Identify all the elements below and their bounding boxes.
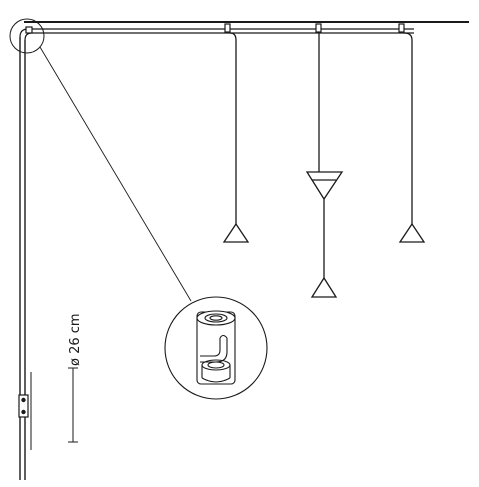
horizontal-rail	[19, 28, 414, 41]
ceiling-brackets	[25, 23, 405, 34]
screw-bottom-icon	[21, 409, 26, 415]
dimension-indicator	[68, 367, 78, 443]
pendant-1	[222, 32, 250, 243]
wall-mount-bracket	[18, 372, 32, 450]
pendant-3-cone-icon	[398, 222, 426, 243]
dimension-label: ø 26 cm	[68, 313, 83, 366]
pendant-1-cone-icon	[222, 222, 250, 243]
bracket-2	[315, 23, 322, 33]
screw-top-icon	[21, 397, 26, 403]
bracket-1	[224, 23, 231, 33]
bracket-corner	[25, 26, 33, 34]
pendant-2-upper-cone-icon	[305, 171, 344, 201]
pendant-2	[305, 33, 344, 298]
bracket-3	[398, 23, 405, 33]
pendant-2-lower-cone-icon	[310, 276, 338, 298]
magnified-connector-detail	[164, 296, 268, 400]
pendant-3	[398, 32, 426, 243]
detail-leader-lines	[39, 46, 192, 302]
detail-marker-circle	[9, 18, 45, 54]
